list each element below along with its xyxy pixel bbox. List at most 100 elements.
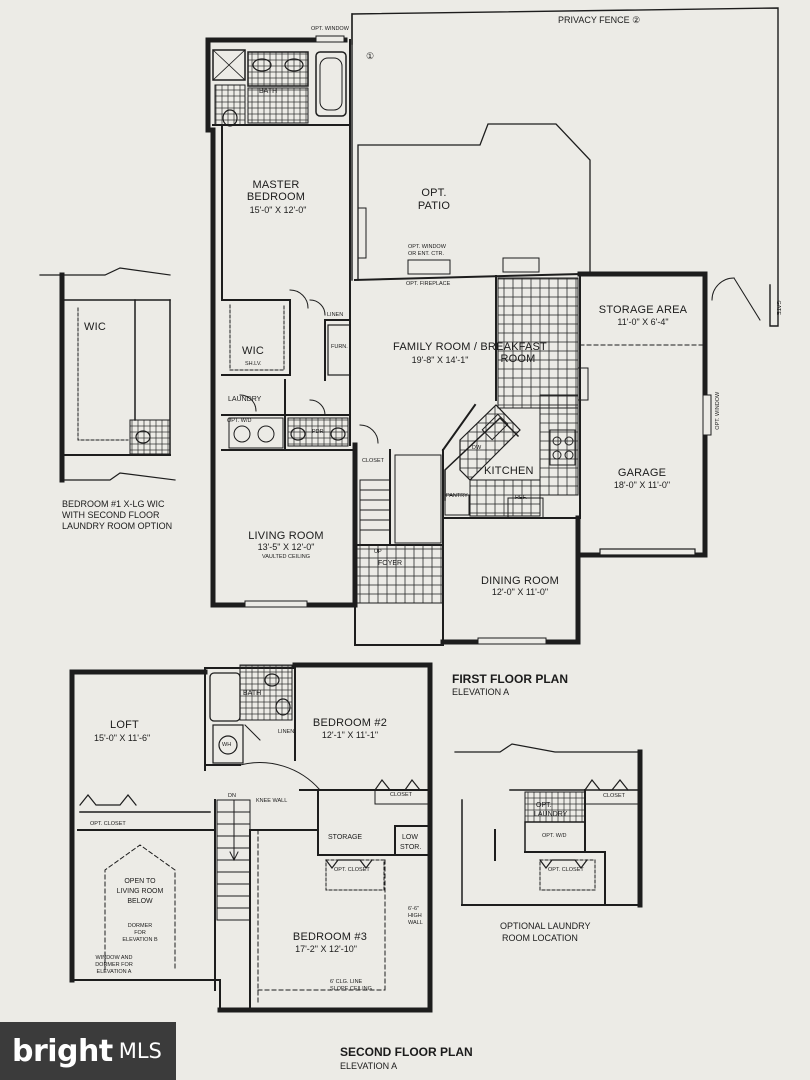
opt-window-entry-1: OPT. WINDOW (408, 244, 446, 250)
laundry-option-label-2: LAUNDRY (534, 811, 568, 818)
second-floor-bath-label: BATH (243, 690, 262, 697)
closet-label: CLOSET (362, 458, 385, 464)
patio-outline (357, 123, 591, 281)
furnace-label: FURN. (331, 344, 348, 350)
bedroom2-name: BEDROOM #2 (312, 717, 388, 729)
wic-option-drawing (39, 267, 176, 483)
toilet-icon (222, 109, 238, 127)
loft-dims: 15'-0" X 11'-6" (94, 733, 151, 743)
water-heater-label: WH (222, 742, 232, 748)
opt-window-garage-label: OPT. WINDOW (715, 391, 722, 430)
laundry-option-closet: CLOSET (603, 793, 626, 799)
laundry-option-caption-2: ROOM LOCATION (502, 933, 578, 943)
living-room-dims: 13'-5" X 12'-0" (257, 542, 315, 552)
laundry-option-closet2: OPT. CLOSET (548, 867, 584, 873)
sink-icon (252, 58, 272, 72)
dormer-note-3: ELEVATION B (122, 937, 158, 943)
second-floor-linen-label: LINEN (278, 729, 295, 735)
shower-icon (212, 49, 246, 81)
family-room-dims: 19'-8" X 14'-1" (411, 355, 469, 365)
window-dormer-note-2: DORMER FOR (95, 962, 133, 968)
sink-icon (284, 58, 304, 72)
second-floor-title: SECOND FLOOR PLAN (340, 1045, 473, 1059)
slope-ceiling-2: SLOPE CEILING (330, 986, 372, 992)
laundry-label: LAUNDRY (228, 396, 262, 403)
knee-wall-label: KNEE WALL (256, 798, 288, 804)
patio-name-1: OPT. (421, 187, 447, 199)
opt-fireplace-label: OPT. FIREPLACE (406, 281, 451, 287)
window-dormer-note-1: WINDOW AND (95, 955, 133, 961)
family-room-name-1: FAMILY ROOM / BREAKFAST (393, 341, 547, 353)
bedroom3-dims: 17'-2" X 12'-10" (295, 944, 357, 954)
option-wic-caption-3: LAUNDRY ROOM OPTION (62, 521, 173, 531)
first-floor-bath-label: BATH (259, 88, 278, 95)
master-bedroom-dims: 15'-0" X 12'-0" (249, 205, 307, 215)
powder-room-label: PDR (312, 429, 324, 435)
window-dormer-note-3: ELEVATION A (96, 969, 132, 975)
storage-area-dims: 11'-0" X 6'-4" (617, 317, 669, 327)
laundry-option-wd: OPT. W/D (542, 833, 567, 839)
second-floor-interior-walls (71, 664, 431, 1011)
refrigerator-label: REF. (515, 495, 527, 501)
low-storage-2: STOR. (400, 844, 422, 851)
family-room-name-2: ROOM (500, 353, 536, 365)
option-wic-caption-1: BEDROOM #1 X-LG WIC (62, 499, 165, 509)
storage-area-name: STORAGE AREA (598, 304, 688, 316)
high-wall-3: WALL (408, 920, 423, 926)
high-wall-2: HIGH (408, 913, 422, 919)
pantry-label: PANTRY (446, 493, 468, 499)
gate-label: GATE (775, 300, 782, 316)
foyer-label: FOYER (378, 560, 403, 567)
opt-window-entry-2: OR ENT. CTR. (408, 251, 445, 257)
master-bedroom-name-1: MASTER (252, 179, 300, 191)
low-storage-1: LOW (402, 834, 418, 841)
dining-room-name: DINING ROOM (481, 575, 559, 587)
loft-name: LOFT (110, 719, 139, 731)
linen-label: LINEN (327, 312, 344, 318)
second-floor-exterior-walls (69, 662, 433, 1013)
bath-tile-floor (247, 51, 309, 87)
high-wall-1: 6'-6" (408, 906, 419, 912)
second-floor-elevation: ELEVATION A (340, 1061, 398, 1071)
bedroom2-dims: 12'-1" X 11'-1" (321, 730, 379, 740)
bedroom3-name: BEDROOM #3 (292, 931, 368, 943)
first-floor-stairs (359, 479, 391, 546)
dishwasher-label: DW (472, 445, 482, 451)
open-to-living-3: BELOW (127, 898, 153, 905)
patio-name-2: PATIO (417, 200, 451, 212)
slope-ceiling-1: 6' CLG. LINE (330, 979, 363, 985)
watermark-brand: bright (12, 1033, 113, 1069)
laundry-option-caption-1: OPTIONAL LAUNDRY (500, 921, 591, 931)
privacy-fence (351, 7, 779, 327)
up-label: UP (374, 549, 382, 555)
living-room-name: LIVING ROOM (248, 530, 324, 542)
first-floor-title: FIRST FLOOR PLAN (452, 672, 568, 686)
kitchen-label: KITCHEN (484, 465, 534, 477)
second-floor-stairs (216, 799, 251, 921)
open-to-living-2: LIVING ROOM (116, 888, 164, 895)
privacy-fence-label: PRIVACY FENCE ② (558, 15, 641, 25)
dormer-note-1: DORMER (127, 923, 153, 929)
garage-dims: 18'-0" X 11'-0" (613, 480, 671, 490)
master-bedroom-name-2: BEDROOM (246, 191, 306, 203)
bedroom3-opt-closet-label: OPT. CLOSET (334, 867, 370, 873)
wic-label: WIC (242, 345, 264, 357)
opt-wd-label: OPT. W/D (227, 418, 252, 424)
laundry-option-drawing (454, 743, 643, 908)
fence-marker: ① (366, 51, 375, 61)
garage-name: GARAGE (617, 467, 667, 479)
open-to-living-1: OPEN TO (124, 878, 156, 885)
bathtub-icon (315, 51, 347, 117)
loft-opt-closet-label: OPT. CLOSET (90, 821, 126, 827)
dining-room-dims: 12'-0" X 11'-0" (491, 587, 549, 597)
down-label: DN (228, 793, 236, 799)
storage-label: STORAGE (328, 834, 363, 841)
first-floor-elevation: ELEVATION A (452, 687, 510, 697)
shelf-label: SH.LV. (245, 361, 262, 367)
bright-mls-watermark: bright MLS (0, 1022, 176, 1080)
living-room-note: VAULTED CEILING (261, 554, 311, 560)
option-wic-caption-2: WITH SECOND FLOOR (62, 510, 160, 520)
bedroom2-closet-label: CLOSET (390, 792, 413, 798)
dormer-note-2: FOR (134, 930, 146, 936)
